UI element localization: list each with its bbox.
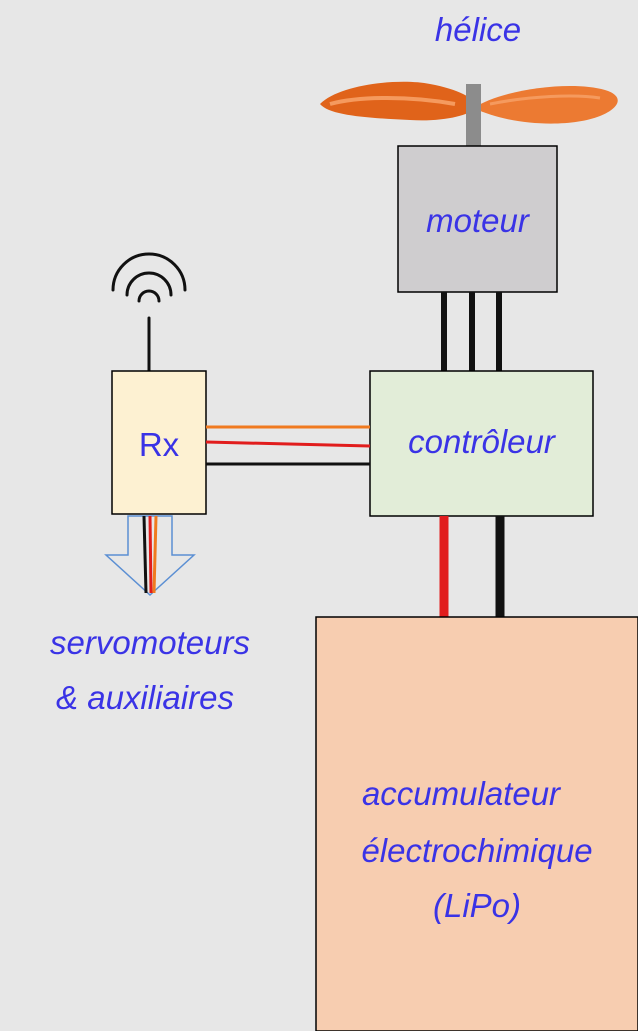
receiver-label: Rx <box>138 426 180 463</box>
propeller-label: hélice <box>434 11 522 48</box>
propeller-shaft <box>466 84 481 146</box>
outputs-label-line2: & auxiliaires <box>56 679 234 716</box>
signal-wires <box>205 425 371 466</box>
controller-label: contrôleur <box>408 423 555 460</box>
motor-label: moteur <box>426 202 529 239</box>
battery-box <box>315 616 638 1031</box>
battery-label-line3: (LiPo) <box>432 887 522 924</box>
battery-wires <box>439 516 505 618</box>
antenna-wifi-icon <box>111 252 187 374</box>
battery-label-line1: accumulateur <box>361 775 561 812</box>
motor-box <box>397 145 558 293</box>
controller-box <box>369 370 594 517</box>
propeller-icon <box>320 81 618 146</box>
outputs-label-line1: servomoteurs <box>50 624 250 661</box>
motor-phase-wires <box>441 292 502 372</box>
battery-label-line2: électrochimique <box>361 832 593 869</box>
arrow-down-icon <box>104 515 196 597</box>
